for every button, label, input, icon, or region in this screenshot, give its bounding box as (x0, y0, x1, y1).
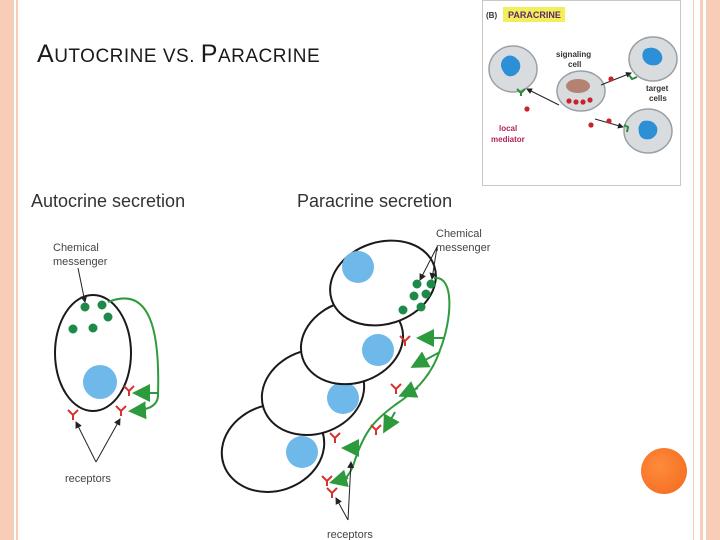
inset-arrow-top (600, 72, 632, 86)
autocrine-messenger-dot (97, 300, 107, 310)
inset-mediator-dot (573, 99, 579, 105)
inset-title-highlight (503, 7, 565, 22)
paracrine-arrow (410, 351, 441, 368)
inset-mediator-dot (524, 106, 530, 112)
slide-title: AUTOCRINE VS. PARACRINE (37, 40, 320, 69)
paracrine-arrow (383, 411, 400, 434)
inset-receptor (628, 74, 638, 81)
autocrine-receptor (123, 385, 135, 396)
inset-signaling-label-2: cell (568, 60, 581, 69)
inset-nucleus-bottom (638, 120, 658, 140)
paracrine-messenger-pointer (429, 246, 438, 280)
paracrine-messenger-dot (398, 305, 408, 315)
paracrine-receptor (321, 475, 333, 486)
inset-nucleus-left (501, 55, 521, 77)
paracrine-inset-figure: (B) PARACRINE signaling cell target (482, 0, 681, 186)
inset-nucleus-top (642, 47, 663, 66)
title-word-autocrine: UTOCRINE (54, 46, 158, 67)
paracrine-nucleus-4 (286, 436, 318, 468)
inset-signaling-nucleus (566, 79, 590, 93)
paracrine-messenger-dot (416, 302, 426, 312)
autocrine-receptor (115, 405, 127, 416)
paracrine-arrow (398, 381, 419, 398)
orange-accent-circle (641, 448, 687, 494)
inset-arrow-left (526, 88, 560, 106)
paracrine-nucleus-2 (362, 334, 394, 366)
paracrine-messenger-label-2: messenger (436, 242, 491, 254)
paracrine-messenger-label-1: Chemical (436, 228, 482, 240)
paracrine-messenger-dot (421, 289, 431, 299)
autocrine-messenger-label-2: messenger (53, 256, 108, 268)
paracrine-receptor (390, 383, 402, 394)
paracrine-receptor-pointer (335, 497, 349, 521)
right-border-line (700, 0, 703, 540)
paracrine-receptor (326, 487, 338, 498)
autocrine-messenger-dot (103, 312, 113, 322)
autocrine-messenger-label-1: Chemical (53, 242, 99, 254)
paracrine-inset-svg: (B) PARACRINE signaling cell target (486, 7, 678, 154)
paracrine-messenger-pointer (419, 246, 438, 281)
title-letter-a: A (37, 40, 55, 68)
title-vs: VS. (157, 46, 201, 67)
autocrine-loop-line (107, 297, 160, 396)
paracrine-signaling-nucleus (342, 251, 374, 283)
paracrine-receptor (329, 432, 341, 443)
right-border-thin-line (693, 0, 694, 540)
inset-target-label-2: cells (649, 94, 667, 103)
inset-receptor (623, 124, 630, 133)
inset-mediator-dot (588, 122, 594, 128)
autocrine-receptor-pointer (95, 418, 121, 463)
inset-signaling-label-1: signaling (556, 50, 591, 59)
inset-receptor (516, 88, 526, 96)
autocrine-heading: Autocrine secretion (31, 191, 185, 211)
right-border-band (706, 0, 720, 540)
title-word-paracrine: ARACRINE (217, 46, 321, 67)
autocrine-messenger-dot (88, 323, 98, 333)
paracrine-receptor (399, 335, 411, 346)
autocrine-receptor (67, 409, 79, 420)
paracrine-nucleus-3 (327, 382, 359, 414)
inset-panel-letter: (B) (486, 11, 497, 20)
paracrine-receptor-pointer (347, 461, 355, 521)
autocrine-messenger-dot (80, 302, 90, 312)
paracrine-receptors-label: receptors (327, 529, 373, 540)
inset-mediator-label-1: local (499, 124, 517, 133)
paracrine-receptor (370, 424, 382, 435)
inset-mediator-dot (580, 99, 586, 105)
inset-panel-title: PARACRINE (508, 10, 561, 20)
inset-mediator-dot (566, 98, 572, 104)
paracrine-messenger-dot (426, 279, 436, 289)
autocrine-receptor-pointer (75, 421, 97, 463)
left-border-line (16, 0, 18, 540)
autocrine-messenger-pointer (77, 267, 88, 303)
paracrine-messenger-dot (412, 279, 422, 289)
inset-mediator-dot (587, 97, 593, 103)
inset-mediator-dot (606, 118, 612, 124)
paracrine-messenger-dot (409, 291, 419, 301)
title-letter-p: P (200, 40, 218, 68)
paracrine-arrow (329, 469, 349, 488)
autocrine-nucleus (83, 365, 117, 399)
inset-target-label-1: target (646, 84, 669, 93)
autocrine-arrow-lower (128, 394, 159, 420)
inset-mediator-label-2: mediator (491, 135, 525, 144)
left-border-band (0, 0, 14, 540)
autocrine-messenger-dot (68, 324, 78, 334)
paracrine-heading: Paracrine secretion (297, 191, 452, 211)
inset-mediator-dot (608, 76, 614, 82)
autocrine-receptors-label: receptors (65, 473, 111, 485)
